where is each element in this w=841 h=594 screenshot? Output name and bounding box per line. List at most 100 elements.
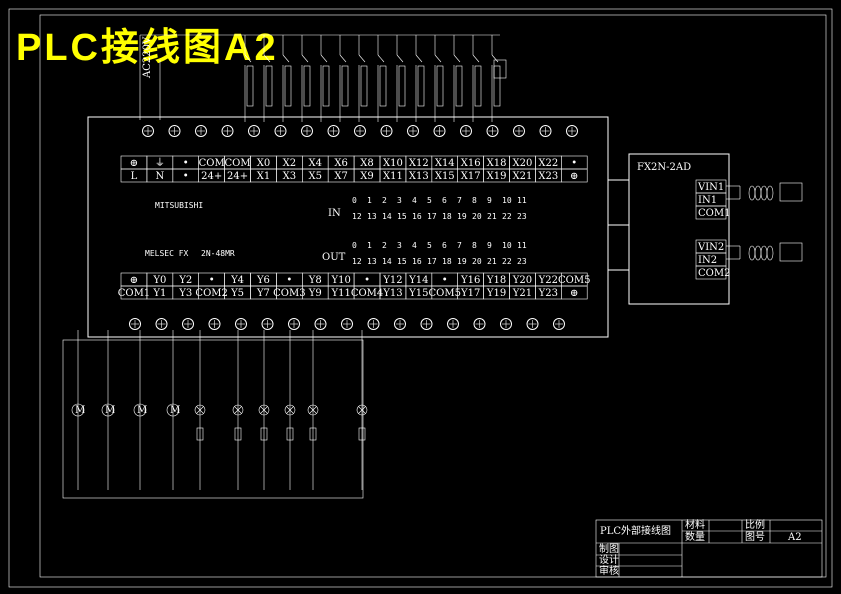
in-label-1-6: X3 <box>283 171 296 182</box>
lamp-symbol-6 <box>258 404 270 416</box>
top-screw-15 <box>539 125 552 137</box>
in-label-1-0: L <box>131 171 138 182</box>
in-switch-10 <box>434 54 442 63</box>
out-label-1-1: Y1 <box>152 288 166 299</box>
out-label-0-12: • <box>442 275 448 286</box>
in-label-0-15: X20 <box>513 158 533 169</box>
in-switch-8 <box>396 54 404 63</box>
bottom-terminal-screws <box>129 318 565 330</box>
top-screw-13 <box>486 125 499 137</box>
ch1-coil-1 <box>754 185 762 201</box>
ad-module-name: FX2N-2AD <box>637 162 691 173</box>
motor-label-3: M <box>170 405 180 416</box>
ch1-coil-2 <box>760 185 768 201</box>
ch1-coil-0 <box>748 185 756 201</box>
motor-label-0: M <box>75 405 85 416</box>
in-led-top-11: 11 <box>517 196 527 205</box>
out-label-0-16: Y22 <box>538 275 558 286</box>
motor-symbol-3 <box>166 403 180 417</box>
out-label-0-1: Y0 <box>152 275 166 286</box>
out-led-bot-9: 21 <box>487 257 497 266</box>
bot-screw-0 <box>129 318 141 330</box>
in-led-top-9: 9 <box>487 196 492 205</box>
out-led-top-9: 9 <box>487 241 492 250</box>
in-label-1-15: X21 <box>513 171 533 182</box>
in-label-0-12: X14 <box>435 158 455 169</box>
out-label-0-9: • <box>364 275 370 286</box>
bot-screw-2 <box>182 318 194 330</box>
bot-screw-3 <box>208 318 221 330</box>
in-device-label-3 <box>303 65 311 107</box>
motor-symbol-1 <box>101 403 115 417</box>
in-led-bot-10: 22 <box>502 212 512 221</box>
in-label-1-12: X15 <box>435 171 455 182</box>
fuse-5 <box>234 427 242 441</box>
in-led-top-8: 8 <box>472 196 477 205</box>
top-screw-2 <box>195 125 207 137</box>
top-screw-10 <box>407 125 419 137</box>
in-device-label-9 <box>417 65 425 107</box>
supply-label: AC220V <box>142 36 153 79</box>
tb-drawing-no: A2 <box>787 532 802 543</box>
in-led-bot-6: 18 <box>442 212 452 221</box>
out-led-bot-0: 12 <box>352 257 362 266</box>
in-led-bot-7: 19 <box>457 212 467 221</box>
top-screw-14 <box>513 125 525 137</box>
out-label-1-13: Y17 <box>460 288 480 299</box>
in-led-top-5: 5 <box>427 196 432 205</box>
out-label-1-16: Y23 <box>538 288 558 299</box>
out-label-1-3: COM2 <box>195 288 227 299</box>
inner-frame <box>39 14 827 578</box>
bot-screw-9 <box>367 318 380 330</box>
lamp-x2-5 <box>234 406 242 414</box>
in-led-bot-9: 21 <box>487 212 497 221</box>
tb-scale-label: 比例 <box>745 518 765 531</box>
out-led-top-6: 6 <box>442 241 447 250</box>
fuse-4 <box>196 427 204 441</box>
top-screw-6 <box>301 125 313 137</box>
top-screw-4 <box>248 125 260 137</box>
out-label-0-8: Y10 <box>330 275 350 286</box>
in-device-label-4 <box>322 65 330 107</box>
in-device-label-13 <box>493 65 501 107</box>
out-label-0-17: COM5 <box>558 275 590 286</box>
in-label-1-1: N <box>155 171 164 182</box>
out-label-1-8: Y11 <box>330 288 350 299</box>
bot-screw-4 <box>235 318 247 330</box>
top-screw-8 <box>354 125 366 137</box>
in-led-bot-1: 13 <box>367 212 377 221</box>
in-switch-1 <box>263 54 271 63</box>
bot-screw-16 <box>553 318 565 330</box>
out-led-bot-4: 16 <box>412 257 422 266</box>
out-label-1-12: COM5 <box>429 288 461 299</box>
top-screw-5 <box>274 125 287 137</box>
out-label-0-11: Y14 <box>408 275 428 286</box>
in-label-1-10: X11 <box>383 171 403 182</box>
in-label-1-11: X13 <box>409 171 429 182</box>
out-led-top-1: 1 <box>367 241 372 250</box>
out-led-bot-1: 13 <box>367 257 377 266</box>
input-wiring <box>139 34 507 122</box>
bot-screw-1 <box>155 318 168 330</box>
in-device-label-5 <box>341 65 349 107</box>
out-label-0-14: Y18 <box>486 275 506 286</box>
in-device-label-11 <box>455 65 463 107</box>
ch1-label-1: IN1 <box>698 195 717 206</box>
in-led-bot-4: 16 <box>412 212 422 221</box>
in-label-1-8: X7 <box>334 171 347 182</box>
bot-screw-6 <box>288 318 300 330</box>
in-led-top-1: 1 <box>367 196 372 205</box>
out-label-0-13: Y16 <box>460 275 480 286</box>
top-screw-12 <box>460 125 472 137</box>
lamp-x2-6 <box>260 406 268 414</box>
top-screw-11 <box>433 125 446 137</box>
in-label-1-16: X23 <box>538 171 558 182</box>
in-label-0-0: ⊕ <box>130 158 138 169</box>
in-device-label-8 <box>398 65 406 107</box>
in-led-bot-5: 17 <box>427 212 437 221</box>
out-label-0-2: Y2 <box>178 275 192 286</box>
outer-frame <box>8 8 833 588</box>
out-label: OUT <box>322 252 346 263</box>
